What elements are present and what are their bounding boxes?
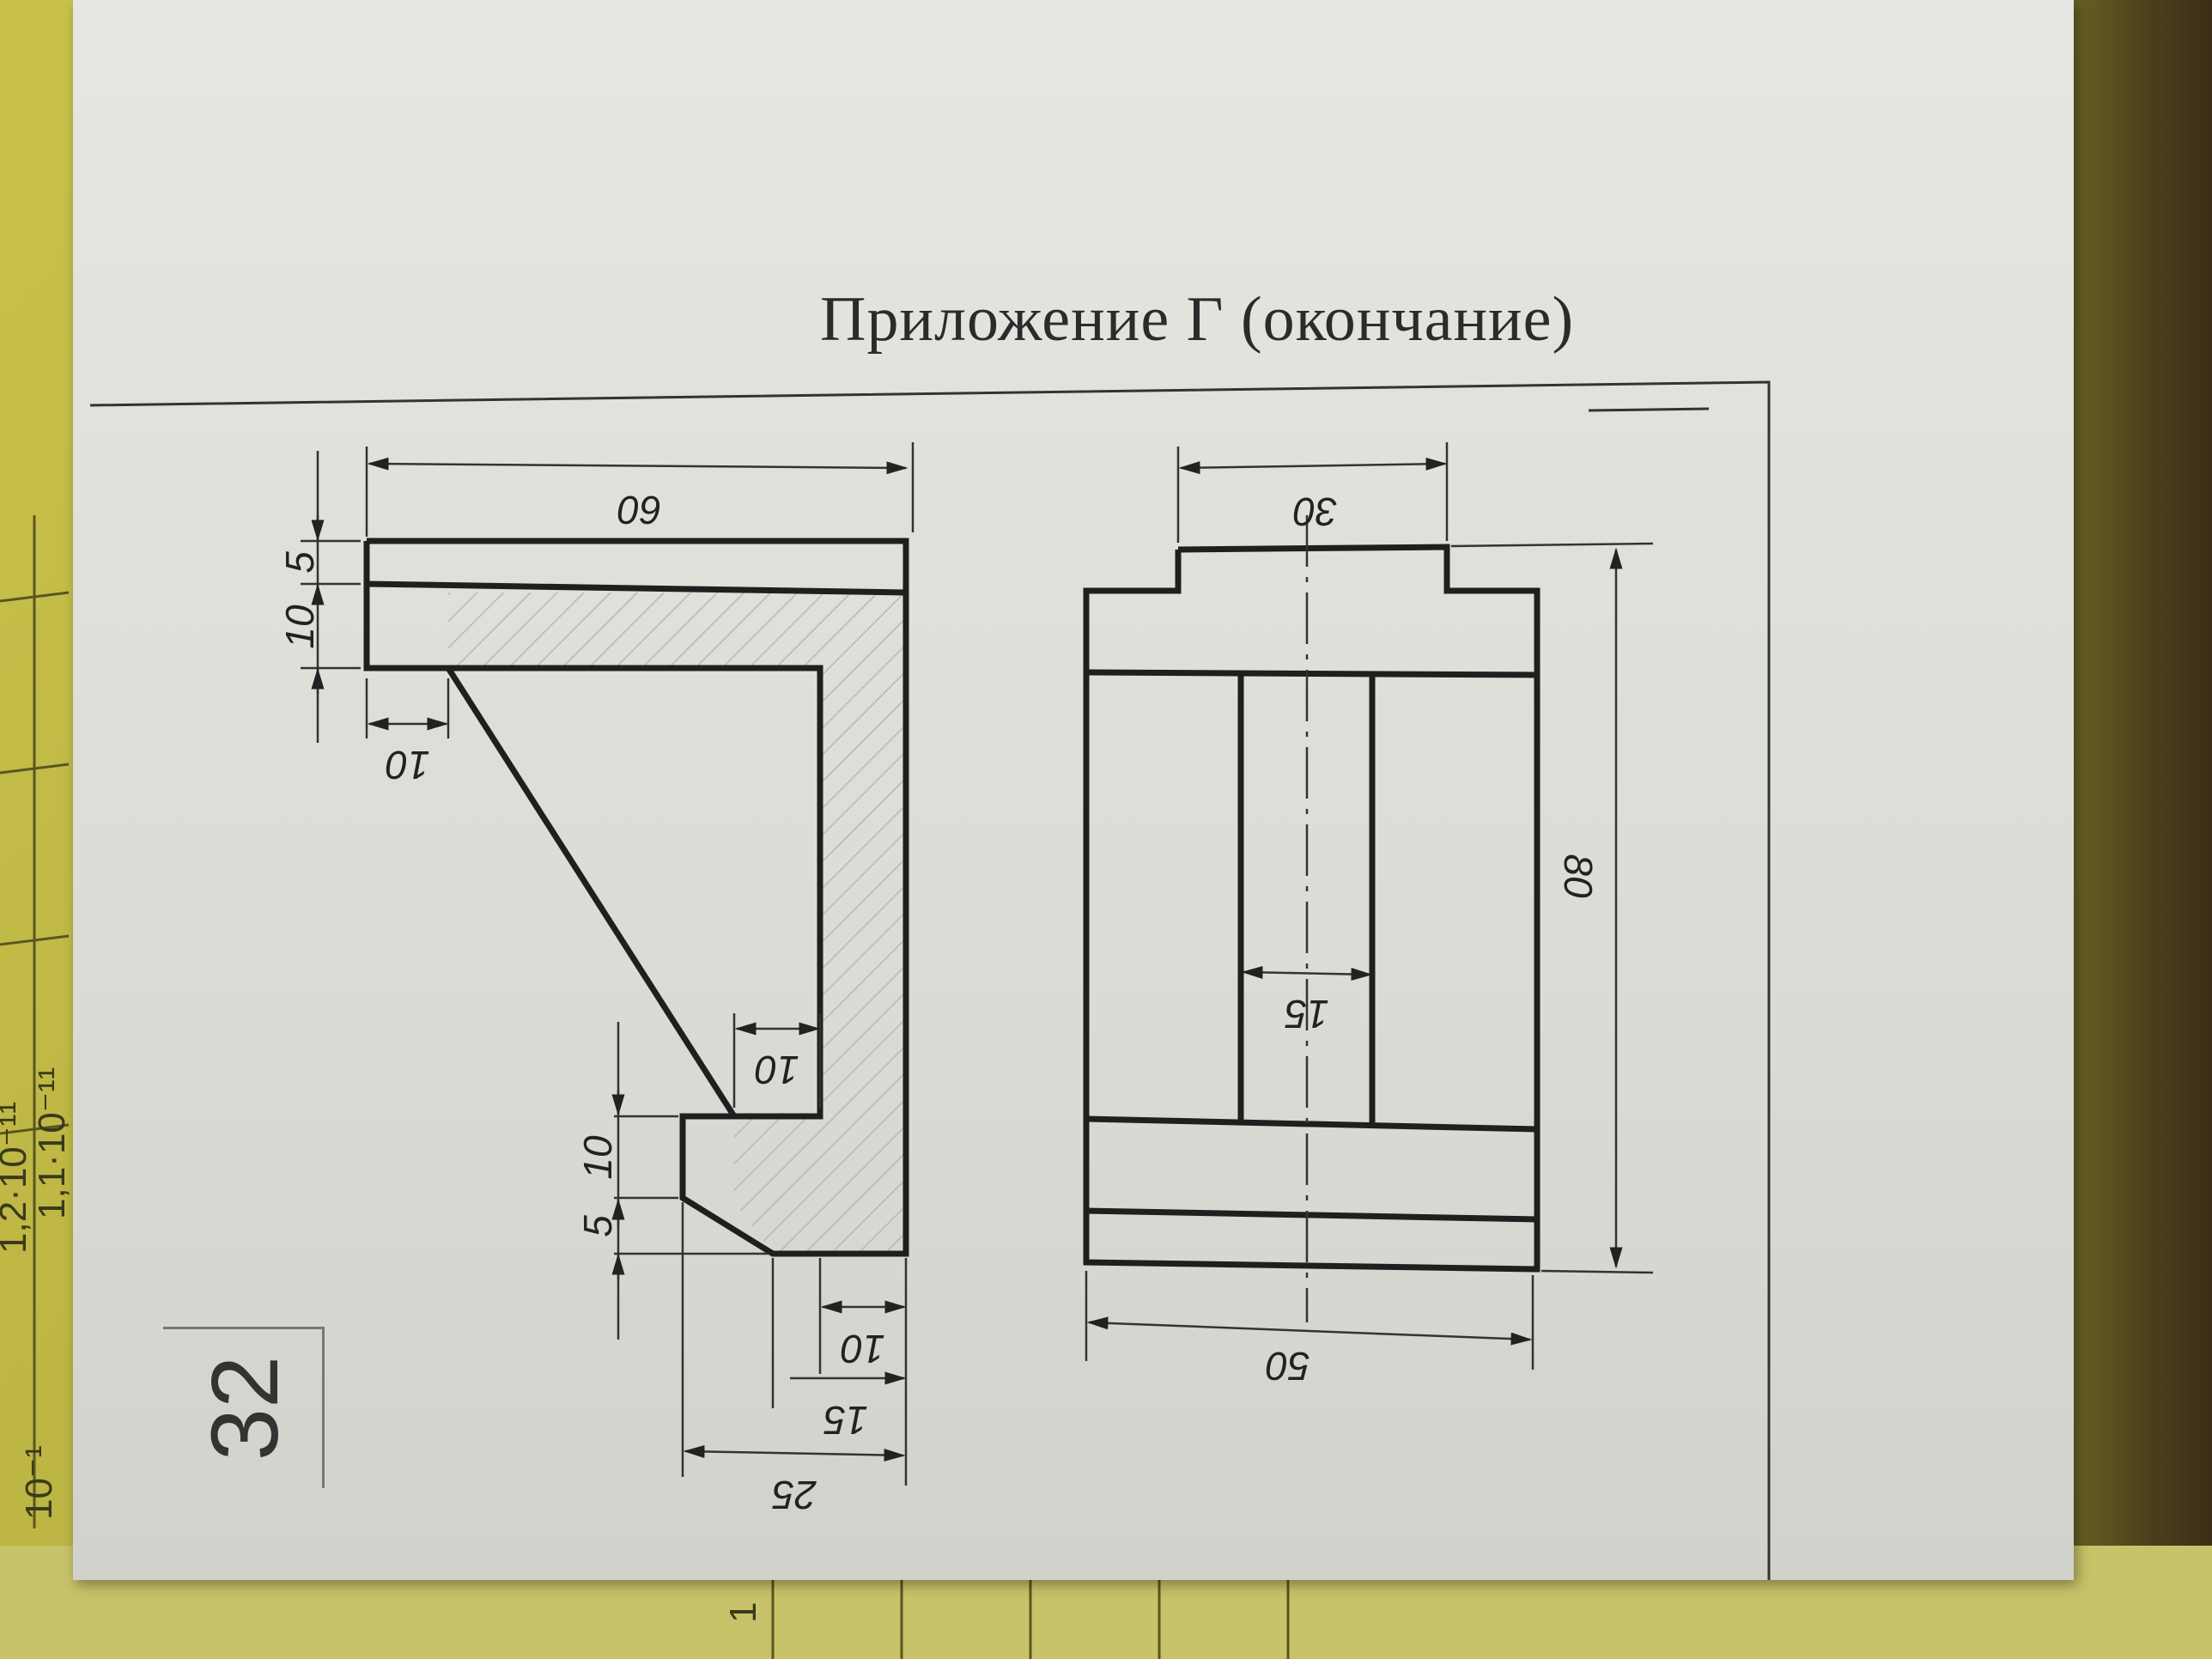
desk-edge [2061,0,2212,1659]
bg-number: 1 [722,1602,764,1623]
dim-80: 80 [1556,854,1601,898]
drawing-frame [89,380,1771,1580]
right-view: 30 80 15 50 [1083,442,1654,1389]
left-view: 60 5 10 10 10 10 5 10 15 25 [277,442,915,1517]
page-heading: Приложение Г (окончание) [820,284,1575,355]
dim-10-lower: 10 [575,1135,620,1180]
dim-15-slot: 15 [1285,992,1329,1036]
dim-10-left: 10 [277,605,322,649]
paper-sheet [73,0,2074,1580]
dim-60: 60 [617,488,662,532]
dim-5-top: 5 [277,551,322,574]
dim-50: 50 [1266,1344,1310,1389]
dim-10-bottom: 10 [841,1327,885,1371]
page-number-frame [163,1327,325,1488]
dim-30: 30 [1293,489,1338,534]
dim-15-bottom: 15 [823,1398,868,1443]
bg-label-b: 1,1·10⁻¹¹ [31,1067,73,1219]
dim-10-rib: 10 [755,1048,799,1092]
dim-10-offset: 10 [386,743,430,787]
bg-label-a: 1,2·10⁻¹¹ [0,1102,34,1254]
left-view-section [448,592,906,1254]
bg-label-c: 10⁻¹ [18,1445,60,1520]
dim-25-bottom: 25 [772,1473,817,1517]
dim-5-lower: 5 [575,1215,620,1237]
